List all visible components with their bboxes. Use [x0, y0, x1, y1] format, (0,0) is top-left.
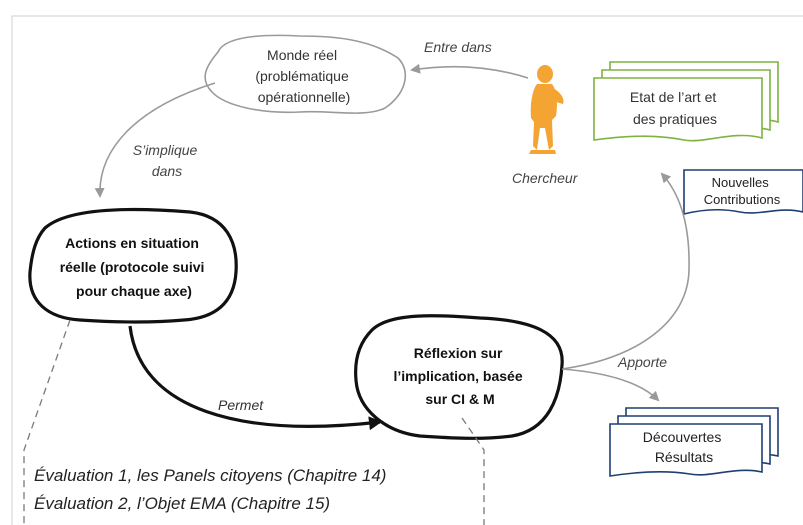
decouvertes-label: Découvertes Résultats [643, 429, 725, 465]
s-implique-arrow [94, 82, 216, 198]
permet-label: Permet [218, 397, 264, 413]
monde-reel-shape [204, 34, 407, 114]
etat-art-documents [593, 61, 779, 142]
monde-reel-label: Monde réel (problématique opérationnelle… [255, 47, 352, 105]
entre-dans-arrow [410, 63, 529, 79]
reflexion-label: Réflexion sur l’implication, basée sur C… [393, 345, 526, 407]
frame [11, 15, 803, 525]
decouvertes-documents [609, 407, 779, 477]
entre-dans-label: Entre dans [424, 39, 492, 55]
chercheur-label: Chercheur [512, 170, 579, 186]
s-implique-label: S’implique dans [133, 142, 201, 179]
apporte-arrow [561, 368, 660, 402]
chercheur-person-icon [529, 65, 564, 154]
contribution-arrow [561, 172, 690, 370]
permet-arrow [128, 325, 382, 431]
apporte-label: Apporte [617, 354, 667, 370]
dashed-callout-right [461, 417, 485, 525]
actions-label: Actions en situation réelle (protocole s… [60, 235, 209, 299]
reflexion-shape [354, 314, 564, 440]
nouvelles-contributions-document [683, 169, 803, 216]
evaluation-1: Évaluation 1, les Panels citoyens (Chapi… [34, 466, 386, 485]
evaluation-2: Évaluation 2, l’Objet EMA (Chapitre 15) [34, 494, 330, 513]
nouvelles-contributions-label: Nouvelles Contributions [704, 175, 781, 207]
dashed-callout-left [23, 319, 71, 525]
etat-art-label: Etat de l’art et des pratiques [630, 89, 720, 127]
actions-shape [28, 207, 238, 324]
